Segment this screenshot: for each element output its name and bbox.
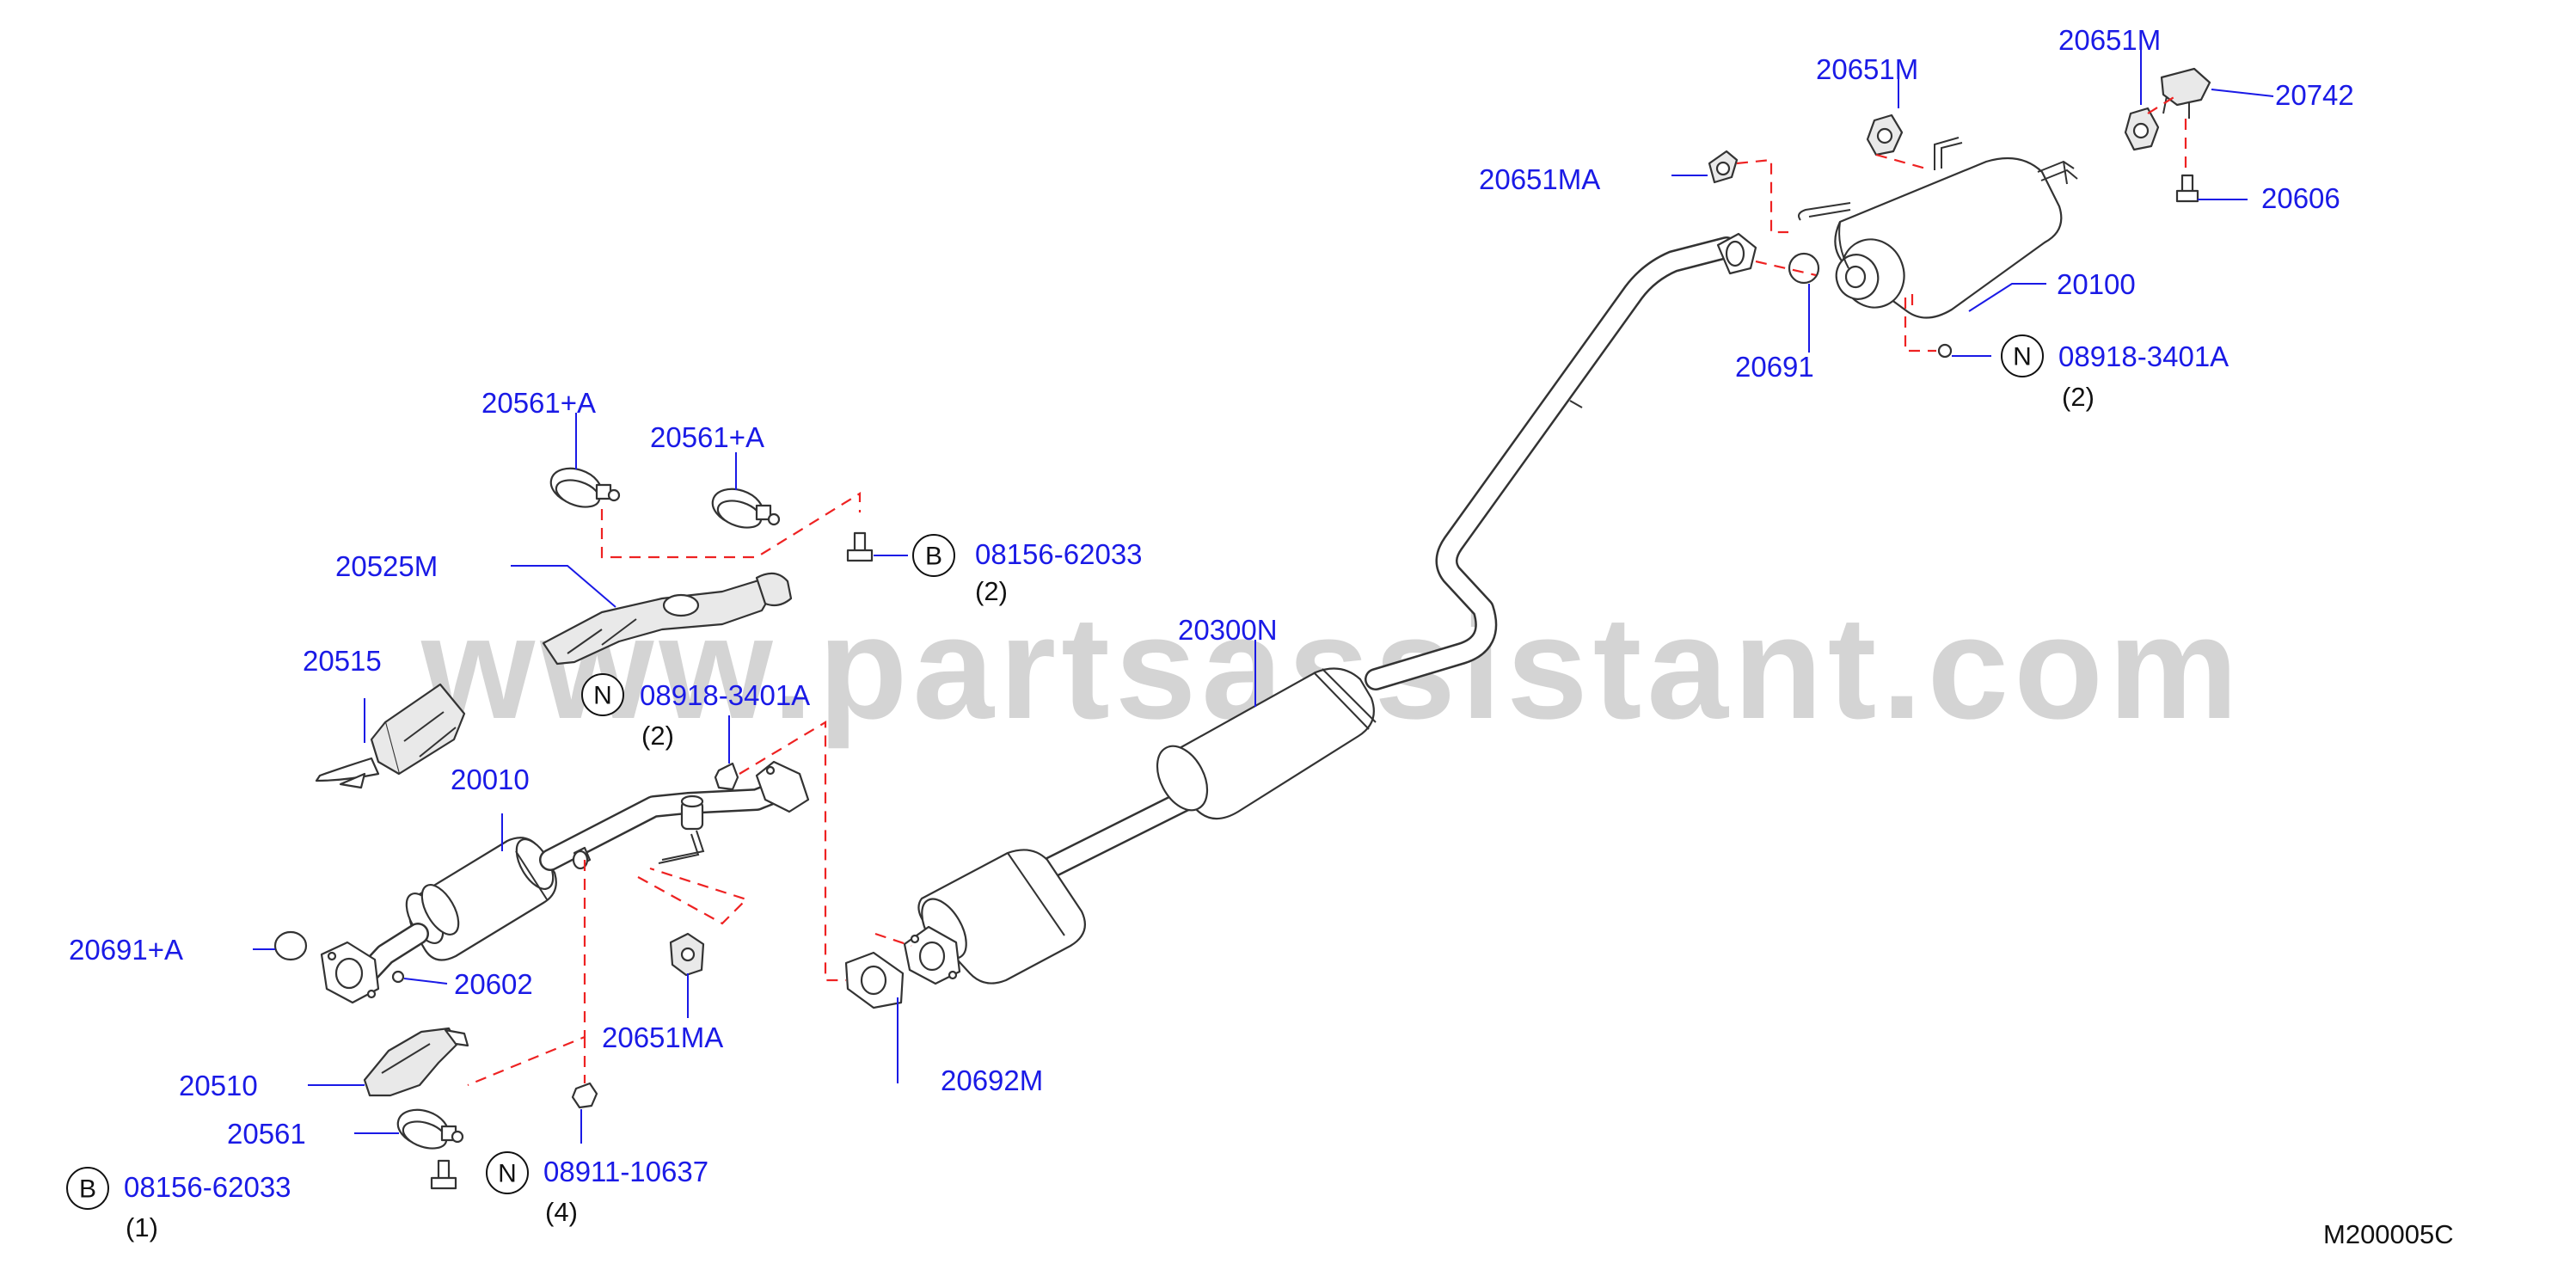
main-muffler-20100 [1798, 137, 2078, 319]
svg-text:N: N [2013, 343, 2032, 371]
clamp-20561A-2 [711, 488, 781, 529]
qty-nut-mid: (2) [641, 721, 674, 751]
label-20651M-b: 20651M [2058, 24, 2161, 56]
qty-nut-bot: (4) [545, 1197, 578, 1227]
label-20300N: 20300N [1178, 614, 1278, 646]
label-bolt-mid: 08156-62033 [975, 538, 1143, 570]
symbol-nut-top: N [2001, 334, 2044, 377]
label-20010: 20010 [451, 764, 530, 795]
symbol-bolt-bot: B [66, 1167, 109, 1210]
clamp-20561A-1 [549, 467, 621, 508]
label-20691A: 20691+A [69, 934, 183, 966]
svg-text:B: B [925, 543, 942, 571]
label-20651MA-top: 20651MA [1479, 163, 1600, 195]
qty-nut-top: (2) [2062, 382, 2095, 412]
leader-lines [253, 43, 2274, 1144]
gasket-20692M [844, 951, 905, 1009]
lower-cover-20510 [363, 1027, 469, 1097]
label-20100: 20100 [2057, 268, 2136, 300]
label-20561A-1: 20561+A [481, 387, 596, 419]
label-20606: 20606 [2261, 182, 2340, 214]
label-20510: 20510 [179, 1070, 258, 1101]
qty-bolt-mid: (2) [975, 576, 1008, 606]
label-20692M: 20692M [941, 1064, 1043, 1096]
front-tube-20010 [320, 760, 810, 1004]
diagram-code: M200005C [2323, 1219, 2454, 1249]
label-20525M: 20525M [335, 550, 438, 582]
label-20561A-2: 20561+A [650, 421, 764, 453]
hangers [669, 67, 2211, 977]
label-20651MA-bot: 20651MA [602, 1021, 723, 1053]
heat-cover-20515 [315, 683, 466, 789]
label-nut-mid: 08918-3401A [640, 679, 810, 711]
heat-cover-20525M [542, 572, 793, 666]
label-20561: 20561 [227, 1118, 306, 1150]
svg-text:B: B [79, 1175, 96, 1204]
symbol-nut-mid: N [581, 673, 624, 716]
clamp-20561 [396, 1108, 464, 1150]
svg-text:N: N [593, 682, 612, 710]
label-nut-top: 08918-3401A [2058, 340, 2229, 372]
symbol-bolt-mid: B [912, 534, 955, 577]
label-20691: 20691 [1735, 351, 1814, 383]
label-20651M-a: 20651M [1816, 53, 1918, 85]
symbol-nut-bot: N [486, 1151, 529, 1194]
center-pipe-20300N [903, 232, 1757, 985]
qty-bolt-bot: (1) [126, 1212, 158, 1242]
label-nut-bot: 08911-10637 [543, 1156, 708, 1187]
label-bolt-bot: 08156-62033 [124, 1171, 291, 1203]
label-20515: 20515 [303, 645, 382, 677]
svg-text:N: N [498, 1160, 517, 1188]
small-parts [273, 174, 2199, 1190]
label-20602: 20602 [454, 968, 533, 1000]
label-20742: 20742 [2275, 79, 2354, 111]
assembly-lines [467, 95, 2187, 1087]
